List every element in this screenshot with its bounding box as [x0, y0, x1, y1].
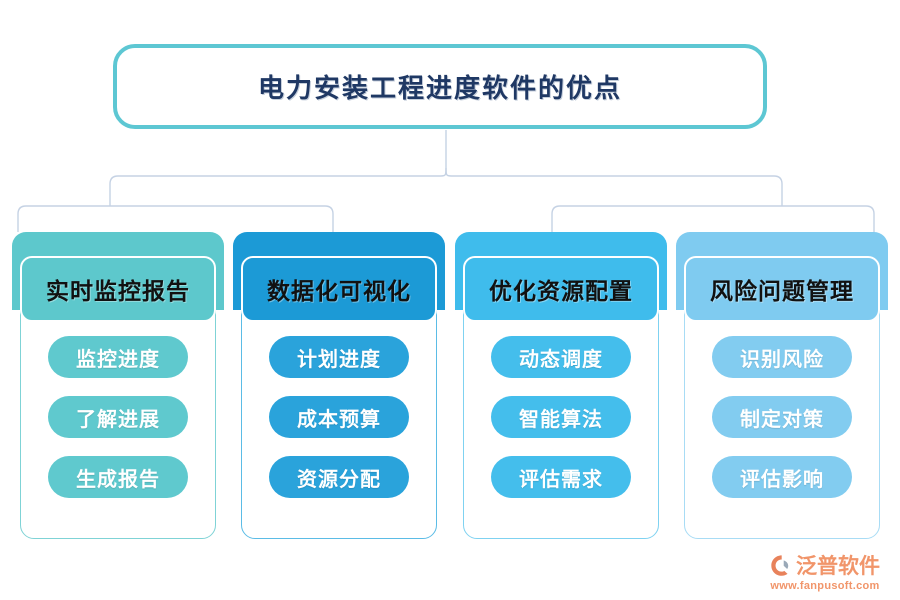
card-header-3[interactable]: 优化资源配置	[463, 256, 659, 322]
connector-to-col-1	[110, 205, 334, 232]
card-item[interactable]: 动态调度	[491, 336, 631, 378]
card-item-list: 监控进度 了解进展 生成报告	[20, 336, 216, 498]
branch-card-2: 数据化可视化 计划进度 成本预算 资源分配	[233, 232, 445, 539]
card-item[interactable]: 评估需求	[491, 456, 631, 498]
logo-name: 泛普软件	[796, 555, 880, 578]
card-item-list: 计划进度 成本预算 资源分配	[241, 336, 437, 498]
card-item[interactable]: 识别风险	[712, 336, 852, 378]
card-header-label: 风险问题管理	[710, 279, 854, 304]
logo-url: www.fanpusoft.com	[770, 580, 880, 592]
connector-to-col-3	[782, 205, 875, 232]
connector-to-col-0	[17, 205, 110, 232]
fanpu-swoosh-icon	[771, 554, 789, 576]
connector-to-col-2	[551, 205, 782, 232]
card-item[interactable]: 智能算法	[491, 396, 631, 438]
card-item-list: 动态调度 智能算法 评估需求	[463, 336, 659, 498]
card-item[interactable]: 了解进展	[48, 396, 188, 438]
page-title: 电力安装工程进度软件的优点	[257, 74, 622, 103]
card-header-1[interactable]: 实时监控报告	[20, 256, 216, 322]
connector-left-branch	[109, 167, 447, 206]
branch-card-4: 风险问题管理 识别风险 制定对策 评估影响	[676, 232, 888, 539]
card-item[interactable]: 计划进度	[269, 336, 409, 378]
card-header-4[interactable]: 风险问题管理	[684, 256, 880, 322]
card-item[interactable]: 监控进度	[48, 336, 188, 378]
connector-group	[17, 130, 875, 232]
root-node: 电力安装工程进度软件的优点	[113, 44, 767, 129]
card-item[interactable]: 成本预算	[269, 396, 409, 438]
card-item[interactable]: 评估影响	[712, 456, 852, 498]
card-header-label: 数据化可视化	[267, 279, 411, 304]
card-item[interactable]: 资源分配	[269, 456, 409, 498]
card-item-list: 识别风险 制定对策 评估影响	[684, 336, 880, 498]
logo-lockup: 泛普软件	[770, 550, 880, 580]
branch-card-1: 实时监控报告 监控进度 了解进展 生成报告	[12, 232, 224, 539]
card-header-label: 优化资源配置	[489, 279, 633, 304]
branch-card-3: 优化资源配置 动态调度 智能算法 评估需求	[455, 232, 667, 539]
card-item[interactable]: 制定对策	[712, 396, 852, 438]
brand-logo: 泛普软件 www.fanpusoft.com	[757, 550, 893, 594]
card-header-label: 实时监控报告	[46, 279, 190, 304]
connector-right-branch	[445, 167, 783, 206]
card-header-2[interactable]: 数据化可视化	[241, 256, 437, 322]
card-item[interactable]: 生成报告	[48, 456, 188, 498]
